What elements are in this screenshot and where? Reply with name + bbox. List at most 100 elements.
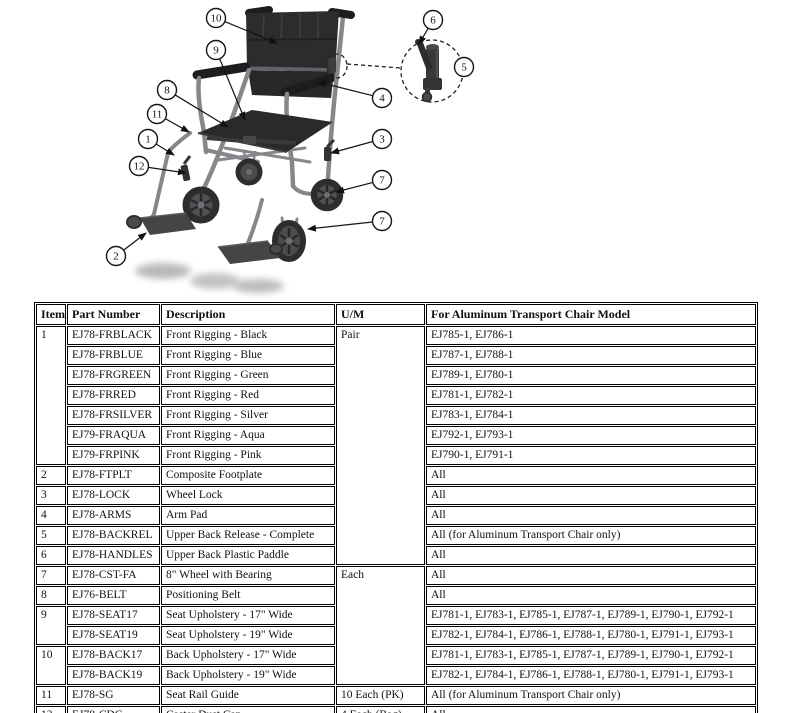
cell-part-number: EJ78-HANDLES: [67, 546, 160, 565]
back-release-part: [415, 39, 442, 103]
cell-model: All: [426, 466, 756, 485]
callout-circle: [105, 245, 127, 267]
cell-description: Back Upholstery - 17" Wide: [161, 646, 335, 665]
cell-description: Front Rigging - Aqua: [161, 426, 335, 445]
cell-description: Front Rigging - Silver: [161, 406, 335, 425]
cell-description: Positioning Belt: [161, 586, 335, 605]
cell-part-number: EJ78-FRBLACK: [67, 326, 160, 345]
cell-model: All (for Aluminum Transport Chair only): [426, 526, 756, 545]
rear-wheel-right: [310, 178, 344, 212]
callout-leader-line: [123, 232, 147, 251]
cell-model: All (for Aluminum Transport Chair only): [426, 686, 756, 705]
cell-description: Seat Upholstery - 19" Wide: [161, 626, 335, 645]
callout-number: 8: [164, 85, 170, 97]
cell-item: 3: [36, 486, 66, 505]
cell-description: Arm Pad: [161, 506, 335, 525]
callout-2: 2: [105, 232, 147, 267]
callout-4: 4: [317, 80, 393, 109]
callout-leader-line: [224, 21, 278, 44]
callout-circle: [371, 169, 393, 191]
cell-description: Front Rigging - Pink: [161, 446, 335, 465]
callout-circle: [137, 128, 159, 150]
callout-leader-line: [335, 181, 373, 194]
callout-1: 1: [137, 128, 175, 156]
callout-11: 11: [146, 103, 190, 133]
callout-8: 8: [156, 79, 229, 128]
callout-circle: [371, 87, 393, 109]
cell-model: All: [426, 506, 756, 525]
column-header-for-aluminum-transport-chair-model: For Aluminum Transport Chair Model: [426, 304, 756, 325]
column-header-description: Description: [161, 304, 335, 325]
cell-model: EJ787-1, EJ788-1: [426, 346, 756, 365]
cell-description: Front Rigging - Green: [161, 366, 335, 385]
cell-part-number: EJ78-FRSILVER: [67, 406, 160, 425]
arm-pads: [192, 62, 336, 97]
callout-number: 6: [430, 15, 436, 27]
callout-3: 3: [330, 128, 393, 155]
belt-buckle: [243, 136, 256, 144]
seat-upholstery: [197, 110, 333, 153]
cell-item: 7: [36, 566, 66, 585]
cell-model: EJ781-1, EJ782-1: [426, 386, 756, 405]
cell-model: EJ781-1, EJ783-1, EJ785-1, EJ787-1, EJ78…: [426, 606, 756, 625]
cell-part-number: EJ78-SG: [67, 686, 160, 705]
cell-part-number: EJ78-CST-FA: [67, 566, 160, 585]
callout-6: 6: [418, 9, 444, 45]
cell-model: EJ792-1, EJ793-1: [426, 426, 756, 445]
callout-leader-line: [307, 221, 373, 232]
detail-source-circle: [326, 53, 348, 79]
callout-circle: [205, 7, 227, 29]
callout-number: 10: [211, 13, 223, 25]
cell-model: EJ790-1, EJ791-1: [426, 446, 756, 465]
cell-item: 10: [36, 646, 66, 685]
cell-description: Seat Upholstery - 17" Wide: [161, 606, 335, 625]
callout-12: 12: [128, 155, 187, 177]
footplate-right: [217, 240, 283, 264]
callout-circle: [453, 56, 475, 78]
cell-um: 4 Each (Bag): [336, 706, 425, 713]
callout-number: 9: [213, 45, 219, 57]
cell-part-number: EJ79-FRPINK: [67, 446, 160, 465]
cell-item: 5: [36, 526, 66, 545]
cell-model: All: [426, 586, 756, 605]
callout-circle: [156, 79, 178, 101]
cell-description: Upper Back Plastic Paddle: [161, 546, 335, 565]
cell-description: Seat Rail Guide: [161, 686, 335, 705]
floor-shadows: [135, 263, 284, 293]
cell-item: 11: [36, 686, 66, 705]
cell-um: Pair: [336, 326, 425, 565]
callout-number: 7: [379, 175, 385, 187]
callout-circle: [371, 128, 393, 150]
column-header-u-m: U/M: [336, 304, 425, 325]
cell-description: Upper Back Release - Complete: [161, 526, 335, 545]
callout-leader-line: [330, 140, 373, 155]
cell-description: Front Rigging - Red: [161, 386, 335, 405]
front-left-caster: [235, 149, 263, 186]
callout-9: 9: [205, 39, 246, 121]
callout-leader-line: [317, 80, 373, 97]
callout-circle: [422, 9, 444, 31]
cell-part-number: EJ78-LOCK: [67, 486, 160, 505]
cell-item: 1: [36, 326, 66, 465]
callout-number: 3: [379, 134, 385, 146]
cell-model: All: [426, 486, 756, 505]
callout-10: 10: [205, 7, 278, 44]
cell-model: EJ789-1, EJ780-1: [426, 366, 756, 385]
back-release-bracket: [324, 53, 336, 75]
